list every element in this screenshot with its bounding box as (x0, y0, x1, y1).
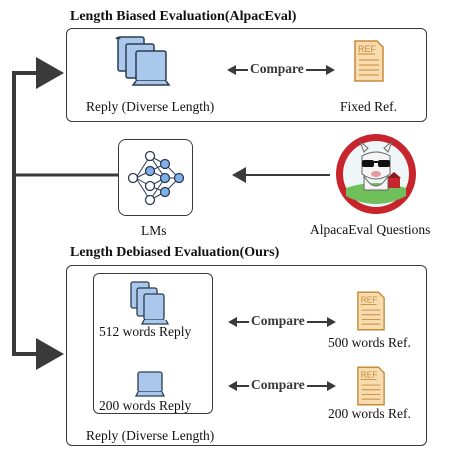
top-section-title: Length Biased Evaluation(AlpacEval) (70, 9, 297, 24)
ref-500-label: 500 words Ref. (328, 335, 411, 350)
fixed-ref-icon: REF (354, 40, 384, 82)
diverse-replies-box: 512 words Reply 200 words Reply (93, 273, 213, 414)
bottom-section-title: Length Debiased Evaluation(Ours) (70, 245, 280, 260)
lms-box (118, 139, 193, 216)
neural-network-icon (127, 150, 185, 206)
ref-200-label: 200 words Ref. (328, 406, 411, 421)
lms-label: LMs (141, 223, 167, 238)
alpacaeval-questions-label: AlpacaEval Questions (310, 222, 431, 237)
reply-512-label: 512 words Reply (99, 324, 192, 339)
compare-label-512: Compare (249, 313, 307, 329)
top-evaluation-box: Compare REF Reply (Diverse Length) Fixed… (66, 28, 427, 122)
alpaca-logo-icon (336, 134, 416, 214)
ref-500-icon-text: REF (361, 295, 378, 305)
top-ref-label: Fixed Ref. (340, 99, 397, 114)
top-compare-label: Compare (248, 61, 306, 77)
reply-200-document-icon (134, 371, 166, 397)
reply-512-documents-icon (130, 281, 170, 325)
ref-200-icon-text: REF (361, 370, 378, 380)
bottom-evaluation-box: 512 words Reply 200 words Reply Compare … (66, 265, 427, 446)
reply-200-label: 200 words Reply (99, 398, 192, 413)
ref-200-icon: REF (357, 366, 385, 406)
bottom-reply-label: Reply (Diverse Length) (86, 428, 215, 443)
ref-500-icon: REF (357, 291, 385, 331)
compare-label-200: Compare (249, 377, 307, 393)
top-reply-label: Reply (Diverse Length) (86, 99, 215, 114)
fixed-ref-icon-text: REF (358, 44, 377, 54)
reply-documents-icon (115, 36, 171, 86)
